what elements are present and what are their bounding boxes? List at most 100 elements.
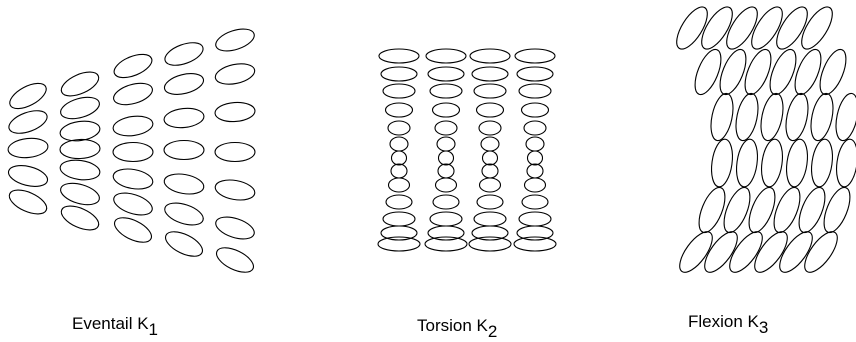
twist-ellipse-c1-r4 (434, 120, 458, 136)
twist-ellipse-c2-r7 (481, 163, 499, 179)
twist-ellipse-c2-r0 (469, 48, 511, 64)
twist-ellipse-c2-r3 (475, 102, 505, 118)
bend-ellipse-r5-c1 (704, 231, 738, 273)
splay-ellipse-c2-r6 (113, 217, 153, 243)
twist-ellipse-c3-r10 (518, 211, 552, 227)
twist-label-subscript: 2 (487, 322, 498, 341)
bend-ellipse-r0-c5 (801, 6, 833, 50)
twist-ellipse-c3-r6 (526, 150, 544, 166)
twist-ellipse-c1-r9 (432, 194, 460, 210)
twist-ellipse-c3-r1 (516, 66, 554, 82)
splay-ellipse-c2-r1 (113, 82, 153, 106)
bend-ellipse-r5-c4 (779, 231, 813, 273)
twist-ellipse-c2-r5 (480, 136, 500, 152)
twist-ellipse-c2-r4 (478, 120, 502, 136)
bend-ellipse-r3-c2 (760, 138, 784, 188)
bend-ellipse-r2-c3 (785, 92, 809, 142)
splay-ellipse-c4-r1 (214, 63, 256, 85)
twist-ellipse-c2-r12 (468, 236, 512, 252)
bend-ellipse-r5-c0 (679, 231, 713, 273)
splay-ellipse-c4-r2 (214, 101, 256, 123)
twist-ellipse-c2-r2 (473, 83, 507, 99)
twist-ellipse-c3-r0 (514, 48, 556, 64)
twist-ellipse-c2-r1 (471, 66, 509, 82)
twist-ellipse-c1-r11 (427, 225, 465, 241)
bend-ellipse-r2-c2 (760, 92, 784, 142)
twist-ellipse-c2-r9 (476, 194, 504, 210)
twist-ellipse-c0-r8 (387, 177, 411, 193)
splay-ellipse-c4-r0 (215, 28, 255, 52)
twist-ellipse-c3-r9 (521, 194, 549, 210)
twist-ellipse-c3-r5 (525, 136, 545, 152)
splay-ellipse-c4-r6 (215, 247, 255, 273)
twist-ellipse-c1-r3 (431, 102, 461, 118)
twist-ellipse-c0-r7 (390, 163, 408, 179)
splay-ellipse-c0-r1 (8, 110, 48, 134)
twist-ellipse-c2-r6 (481, 150, 499, 166)
splay-ellipse-c1-r0 (60, 71, 100, 97)
bend-ellipse-r0-c2 (726, 6, 758, 50)
bend-ellipse-r0-c4 (776, 6, 808, 50)
splay-ellipse-c3-r1 (163, 73, 205, 95)
twist-ellipse-c0-r9 (385, 194, 413, 210)
bend-ellipse-r2-c5 (835, 92, 856, 142)
splay-ellipse-c1-r6 (60, 205, 100, 231)
splay-ellipse-c1-r2 (59, 120, 101, 142)
twist-ellipse-c0-r2 (382, 83, 416, 99)
twist-ellipse-c1-r12 (424, 236, 468, 252)
bend-ellipse-r1-c0 (694, 48, 722, 96)
splay-ellipse-c3-r5 (164, 202, 204, 226)
twist-label-name: Torsion (417, 316, 472, 335)
twist-ellipse-c1-r5 (436, 136, 456, 152)
splay-ellipse-c2-r3 (112, 141, 154, 163)
twist-ellipse-c3-r8 (523, 177, 547, 193)
twist-ellipse-c3-r11 (516, 225, 554, 241)
splay-ellipse-c0-r4 (8, 189, 48, 215)
splay-ellipse-c0-r3 (7, 165, 49, 187)
twist-ellipse-c0-r4 (387, 120, 411, 136)
splay-ellipse-c4-r4 (214, 179, 256, 201)
bend-ellipse-r3-c4 (810, 138, 834, 188)
splay-ellipse-c2-r5 (113, 192, 153, 216)
splay-ellipse-c2-r4 (112, 168, 154, 190)
splay-ellipse-c2-r2 (112, 115, 154, 137)
twist-ellipse-c3-r4 (523, 120, 547, 136)
twist-ellipse-c1-r7 (437, 163, 455, 179)
bend-ellipse-r3-c1 (735, 138, 759, 188)
bend-ellipse-r3-c5 (835, 138, 856, 188)
splay-ellipse-c2-r0 (113, 53, 153, 79)
bend-ellipse-r5-c5 (804, 231, 838, 273)
twist-ellipse-c1-r2 (429, 83, 463, 99)
bend-ellipse-r0-c1 (701, 6, 733, 50)
splay-ellipse-c3-r3 (163, 139, 205, 161)
twist-ellipse-c0-r12 (377, 236, 421, 252)
bend-label: Flexion K3 (688, 312, 769, 337)
splay-label-name: Eventail (72, 314, 133, 333)
twist-ellipse-c0-r0 (378, 48, 420, 64)
twist-ellipse-c0-r11 (380, 225, 418, 241)
splay-label: Eventail K1 (72, 314, 159, 339)
bend-ellipse-r2-c4 (810, 92, 834, 142)
splay-ellipse-c1-r4 (59, 159, 101, 181)
splay-panel (7, 28, 256, 273)
twist-ellipse-c3-r3 (520, 102, 550, 118)
twist-ellipse-c0-r1 (380, 66, 418, 82)
twist-ellipse-c3-r12 (513, 236, 557, 252)
bend-ellipse-r5-c3 (754, 231, 788, 273)
twist-label: Torsion K2 (417, 316, 498, 341)
twist-ellipse-c3-r7 (526, 163, 544, 179)
bend-ellipse-r0-c3 (751, 6, 783, 50)
splay-ellipse-c3-r6 (164, 231, 204, 257)
twist-ellipse-c0-r5 (389, 136, 409, 152)
bend-label-name: Flexion (688, 312, 743, 331)
bend-ellipse-r3-c0 (710, 138, 734, 188)
splay-ellipse-c4-r5 (215, 216, 255, 240)
bend-ellipse-r3-c3 (785, 138, 809, 188)
twist-ellipse-c0-r6 (390, 150, 408, 166)
twist-ellipse-c1-r10 (429, 211, 463, 227)
bend-ellipse-r5-c2 (729, 231, 763, 273)
twist-ellipse-c0-r3 (384, 102, 414, 118)
twist-ellipse-c2-r10 (473, 211, 507, 227)
twist-ellipse-c1-r6 (437, 150, 455, 166)
